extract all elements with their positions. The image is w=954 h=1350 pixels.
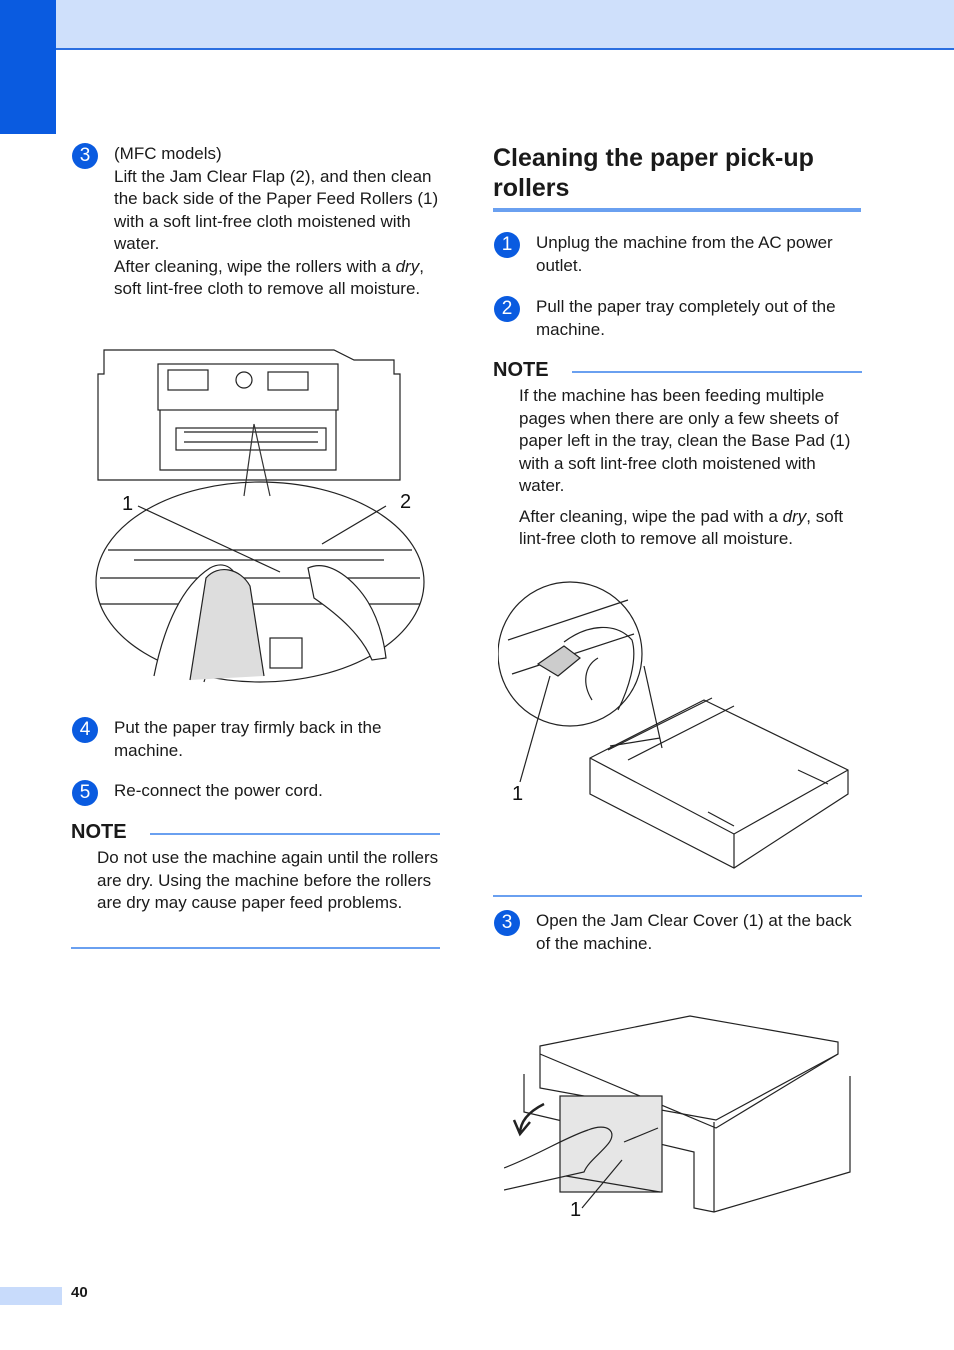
step-2-right: 2 Pull the paper tray completely out of … [494, 296, 862, 341]
callout-1: 1 [512, 783, 523, 805]
step-line: After cleaning, wipe the rollers with a … [114, 256, 442, 301]
note-end-rule [493, 895, 862, 897]
step-number-badge: 1 [494, 232, 520, 258]
callout-1: 1 [570, 1199, 581, 1221]
note-paragraph: After cleaning, wipe the pad with a dry,… [519, 506, 862, 551]
note-paragraph: If the machine has been feeding multiple… [519, 386, 851, 495]
step-number-badge: 5 [72, 780, 98, 806]
step-3-left: 3 (MFC models) Lift the Jam Clear Flap (… [72, 143, 442, 301]
emphasis: dry [782, 506, 807, 526]
header-band [0, 0, 954, 50]
note-rule [150, 833, 440, 835]
step-1-right: 1 Unplug the machine from the AC power o… [494, 232, 862, 277]
step-number-badge: 3 [494, 910, 520, 936]
page-number: 40 [71, 1284, 88, 1301]
note-heading: NOTE [493, 359, 549, 381]
step-3-right: 3 Open the Jam Clear Cover (1) at the ba… [494, 910, 862, 955]
note-rule [572, 371, 862, 373]
step-number-badge: 3 [72, 143, 98, 169]
section-title: Cleaning the paper pick-up rollers [493, 144, 814, 202]
step-text: Unplug the machine from the AC power out… [536, 233, 833, 275]
text-run: , soft lint-free cloth to remove all moi… [114, 256, 424, 299]
title-rule [493, 208, 861, 212]
step-text: (MFC models) Lift the Jam Clear Flap (2)… [114, 143, 442, 301]
step-5-left: 5 Re-connect the power cord. [72, 780, 442, 806]
jam-clear-cover-illustration: 1 [504, 1015, 851, 1221]
note-text: If the machine has been feeding multiple… [519, 385, 862, 551]
step-line: (MFC models) [114, 144, 222, 163]
step-number-badge: 2 [494, 296, 520, 322]
callout-1: 1 [122, 493, 133, 515]
footer-band [0, 1287, 62, 1305]
step-4-left: 4 Put the paper tray firmly back in the … [72, 717, 442, 762]
step-line: Lift the Jam Clear Flap (2), and then cl… [114, 166, 439, 254]
callout-2: 2 [400, 491, 411, 513]
emphasis: dry [395, 256, 420, 276]
step-number-badge: 4 [72, 717, 98, 743]
chapter-tab [0, 0, 56, 134]
roller-cleaning-illustration: 1 2 [95, 349, 425, 683]
step-text: Re-connect the power cord. [114, 781, 323, 800]
note-text: Do not use the machine again until the r… [97, 848, 439, 912]
note-heading: NOTE [71, 821, 127, 843]
base-pad-illustration: 1 [498, 581, 849, 869]
step-text: Pull the paper tray completely out of th… [536, 297, 836, 339]
step-text: Put the paper tray firmly back in the ma… [114, 718, 382, 760]
step-text: Open the Jam Clear Cover (1) at the back… [536, 911, 852, 953]
text-run: After cleaning, wipe the pad with a [519, 506, 783, 526]
text-run: After cleaning, wipe the rollers with a [114, 256, 396, 276]
note-end-rule [71, 947, 440, 949]
text-run: , soft lint-free cloth to remove all moi… [519, 506, 844, 549]
